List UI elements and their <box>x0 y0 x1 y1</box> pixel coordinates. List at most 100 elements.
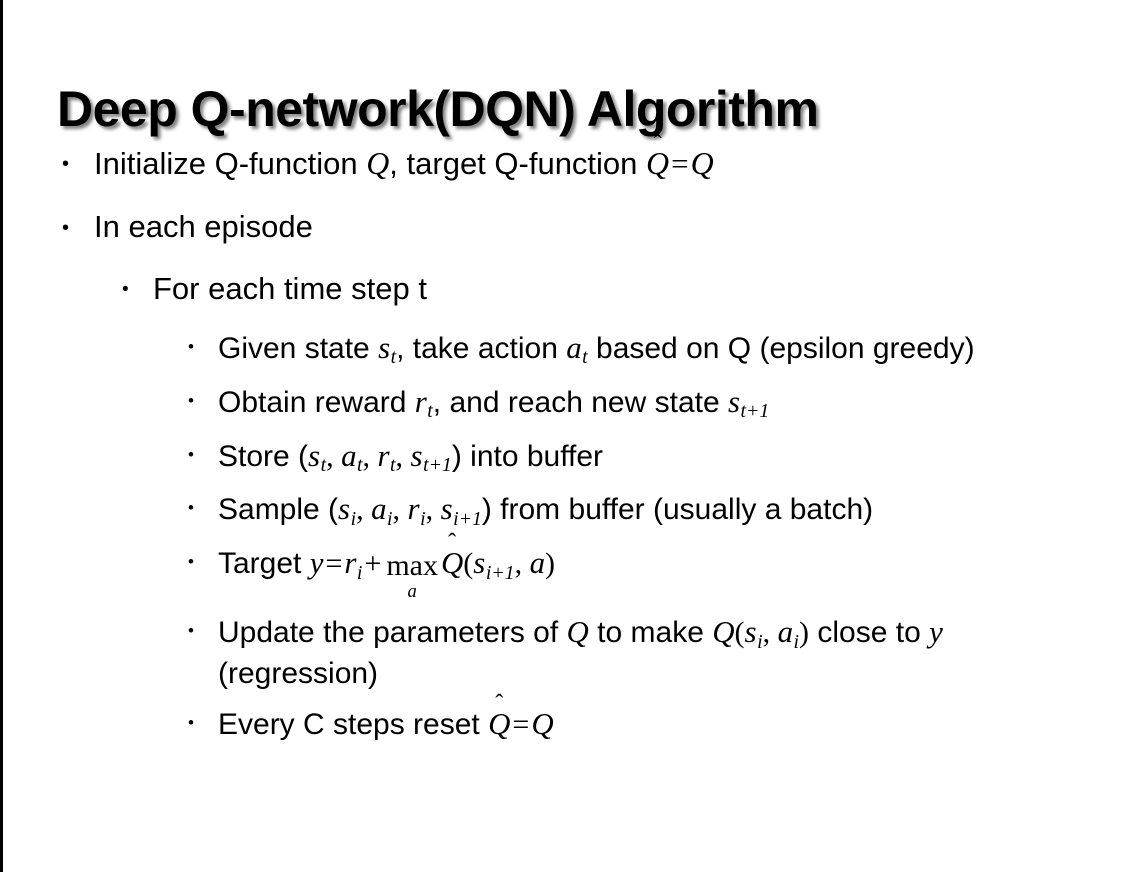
math-var-s-t: st <box>378 329 397 369</box>
math-subscript: i+1 <box>453 507 482 530</box>
math-separator: , <box>395 439 411 473</box>
math-equals: = <box>512 708 530 742</box>
math-var-r-i: ri <box>344 545 362 584</box>
bullet-icon: • <box>62 216 70 239</box>
math-separator: , <box>356 493 372 527</box>
math-var-a-t: at <box>566 329 588 369</box>
list-item-text: Sample (si, ai, ri, si+1) from buffer (u… <box>218 489 1124 532</box>
math-var-q-hat: Q̂ <box>441 543 463 583</box>
list-item-text: Every C steps reset Q̂=Q <box>218 704 1124 744</box>
math-var-q: Q <box>531 706 554 742</box>
list-item-every-c-steps: • Every C steps reset Q̂=Q <box>0 704 1124 744</box>
text-segment: ) into buffer <box>451 439 604 473</box>
math-var-a: a <box>529 545 546 581</box>
text-segment: , take action <box>396 331 567 365</box>
math-max-underscript: a <box>407 580 417 602</box>
math-separator: , <box>762 616 778 650</box>
math-var-s: s <box>378 329 391 365</box>
math-var-a: a <box>371 491 387 527</box>
slide-body-bullet-list: • Initialize Q-function Q, target Q-func… <box>0 145 1124 756</box>
text-segment: (regression) <box>218 657 379 691</box>
math-var-y: y <box>309 545 324 581</box>
math-separator: , <box>514 547 530 581</box>
math-equals: = <box>671 146 689 181</box>
math-subscript: i <box>793 630 800 653</box>
math-subscript: t+1 <box>740 400 770 423</box>
math-var-s: s <box>744 614 757 650</box>
math-subscript: i <box>356 561 363 584</box>
text-segment: Store ( <box>218 439 309 473</box>
math-paren-close: ) <box>799 616 810 650</box>
math-var-a: a <box>777 614 794 650</box>
math-separator: , <box>392 493 408 527</box>
list-item-obtain-reward: • Obtain reward rt, and reach new state … <box>0 382 1124 425</box>
bullet-icon: • <box>188 444 194 464</box>
math-separator: , <box>326 439 342 473</box>
math-subscript: i <box>420 507 426 530</box>
math-subscript: t <box>320 454 327 477</box>
math-paren-close: ) <box>545 547 556 581</box>
math-var-y: y <box>929 614 943 650</box>
math-var-a-t: at <box>341 437 363 477</box>
math-var-q-hat-base: Q <box>646 146 670 181</box>
math-subscript: t+1 <box>423 454 452 477</box>
text-segment: Target <box>218 547 310 581</box>
list-item-text: Given state st, take action at based on … <box>218 328 1124 371</box>
math-var-q-hat-base: Q <box>440 545 464 581</box>
list-item-given-state: • Given state st, take action at based o… <box>0 328 1124 371</box>
text-segment: Given state <box>218 331 379 365</box>
math-equals: = <box>325 547 343 581</box>
bullet-icon: • <box>188 552 194 572</box>
math-subscript: t <box>390 454 396 477</box>
list-item-text: Initialize Q-function Q, target Q-functi… <box>94 145 1124 183</box>
math-var-r: r <box>407 491 420 527</box>
math-var-q-right: Q <box>690 146 714 181</box>
text-segment: , target Q-function <box>389 146 647 181</box>
text-segment: Initialize Q-function <box>94 146 367 181</box>
math-max-label: max <box>386 548 438 582</box>
text-segment: to make <box>588 616 713 650</box>
bullet-icon: • <box>188 713 194 733</box>
math-var-s-i1: si+1 <box>440 491 482 530</box>
math-separator: , <box>362 439 378 473</box>
math-var-s: s <box>440 491 453 527</box>
list-item-store: • Store (st, at, rt, st+1) into buffer <box>0 436 1124 479</box>
math-subscript: i <box>350 507 357 530</box>
slide-left-border <box>0 0 3 872</box>
math-var-r-i: ri <box>407 491 426 530</box>
math-var-s-i: si <box>744 614 763 653</box>
text-segment: based on Q (epsilon greedy) <box>587 331 975 365</box>
math-var-s: s <box>410 437 423 473</box>
math-subscript: i <box>387 507 393 530</box>
math-var-r-t: rt <box>415 384 433 423</box>
math-var-a: a <box>341 437 357 473</box>
bullet-icon: • <box>188 390 194 410</box>
math-paren-open: ( <box>734 616 745 650</box>
text-segment: Update the parameters of <box>218 616 567 650</box>
math-subscript: t <box>390 346 397 369</box>
bullet-icon: • <box>188 621 194 641</box>
page-title: Deep Q-network(DQN) Algorithm <box>57 80 819 137</box>
bullet-icon: • <box>62 153 70 175</box>
list-item-initialize: • Initialize Q-function Q, target Q-func… <box>0 145 1124 183</box>
math-var-s-t1: st+1 <box>727 383 770 423</box>
math-subscript: i <box>757 630 763 653</box>
math-var-r: r <box>344 545 357 581</box>
bullet-icon: • <box>188 336 194 356</box>
math-subscript: t <box>427 400 433 423</box>
math-paren-open: ( <box>463 547 474 581</box>
text-segment: Every C steps reset <box>218 708 489 742</box>
math-subscript: t <box>357 454 363 477</box>
math-var-a: a <box>566 329 582 365</box>
math-var-s: s <box>727 383 741 419</box>
math-var-q: Q <box>366 146 390 181</box>
text-segment: ) from buffer (usually a batch) <box>481 493 874 527</box>
math-var-s-i1: si+1 <box>473 545 514 584</box>
math-subscript: t <box>582 346 588 369</box>
list-item-text: Store (st, at, rt, st+1) into buffer <box>218 436 1124 479</box>
list-item-for-each-time-step: • For each time step t <box>0 271 1124 308</box>
